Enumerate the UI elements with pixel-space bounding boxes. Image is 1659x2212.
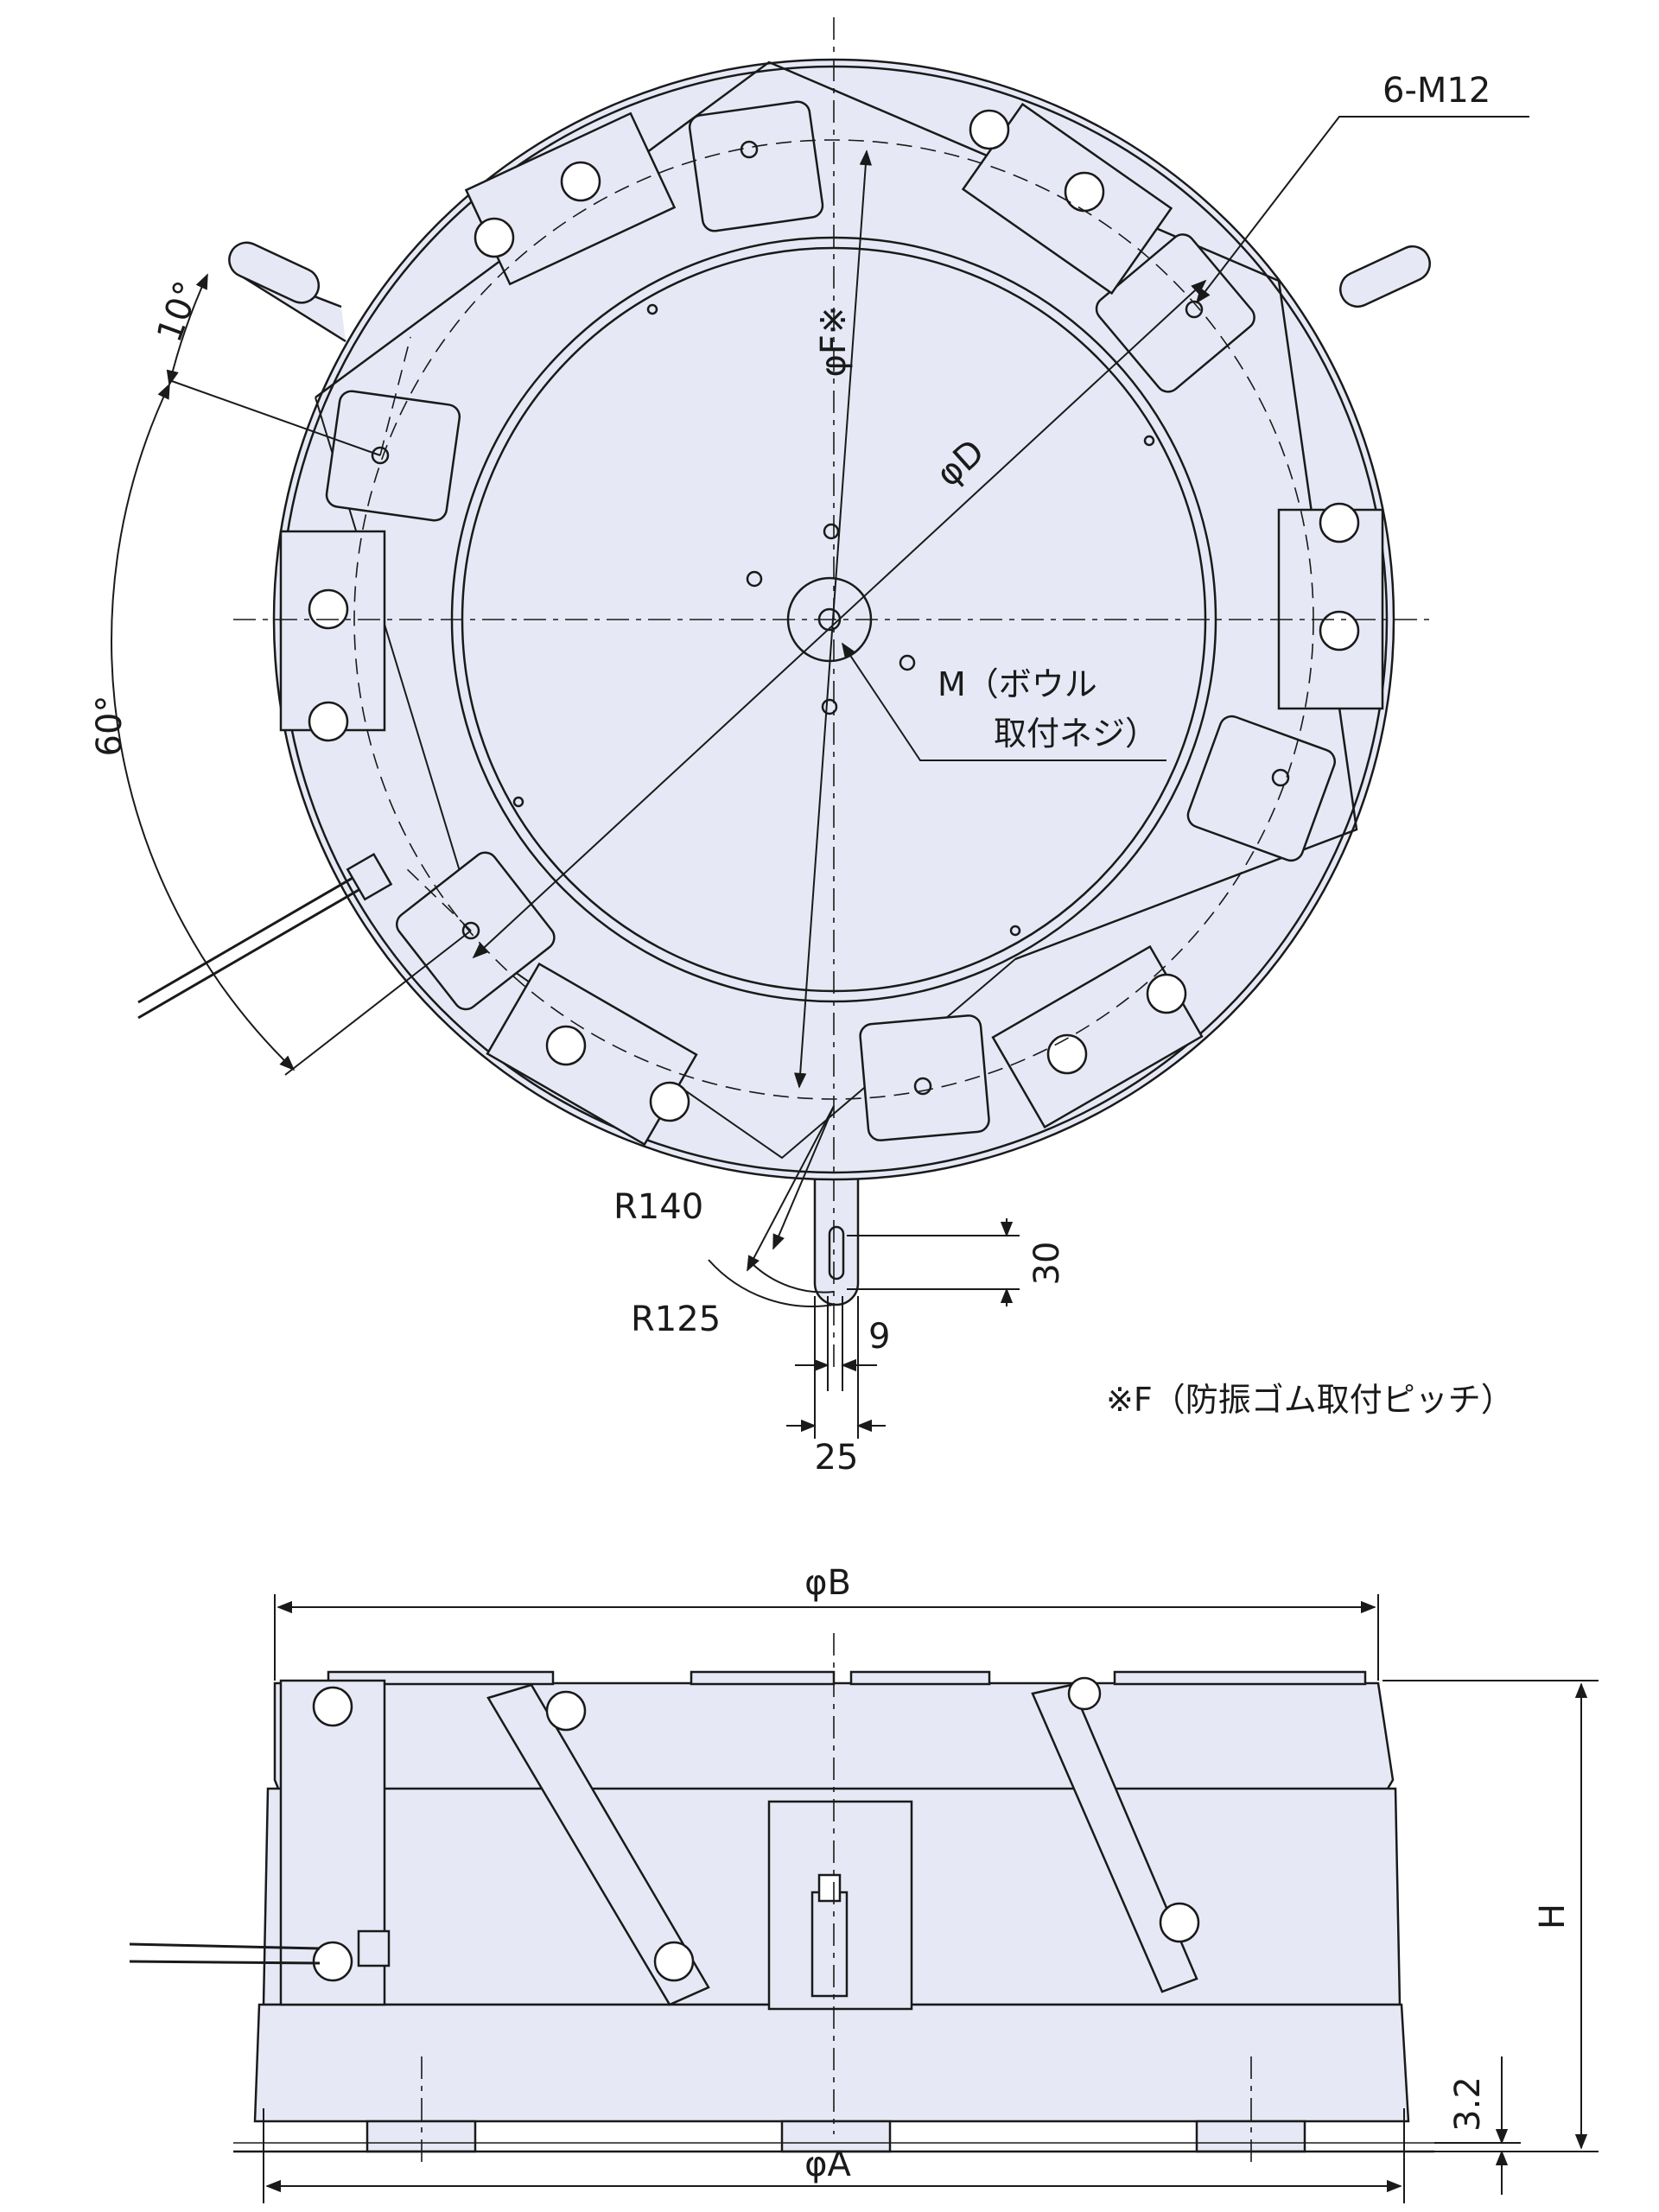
label-angle-large: 60° — [90, 696, 130, 757]
label-phi-a: φA — [804, 2145, 851, 2184]
bolt-heads — [308, 109, 1360, 1122]
label-height: H — [1533, 1904, 1573, 1929]
label-m-line1: M（ボウル — [938, 665, 1097, 703]
label-dim-32: 3.2 — [1448, 2076, 1488, 2132]
centerlines-side — [421, 1633, 1252, 2169]
label-dim-25: 25 — [815, 1438, 859, 1478]
label-note: ※F（防振ゴム取付ピッチ） — [1106, 1381, 1514, 1419]
label-r140: R140 — [613, 1187, 703, 1227]
pitch-circle — [353, 139, 1314, 1100]
label-bolt-spec: 6-M12 — [1382, 71, 1491, 111]
dimensions-side — [263, 1594, 1599, 2203]
cable — [137, 888, 359, 1020]
label-phi-b: φB — [804, 1563, 851, 1603]
side-view — [129, 1670, 1434, 2153]
label-dim-9: 9 — [868, 1317, 890, 1357]
labels: 6-M12 10° 60° φF※ φD M（ボウル 取付ネジ） R140 R1… — [90, 71, 1573, 2184]
label-angle-small: 10° — [149, 276, 207, 347]
label-phi-f: φF※ — [814, 306, 854, 378]
top-view — [137, 58, 1431, 1306]
dimensions-top — [111, 116, 1529, 1439]
label-m-line2: 取付ネジ） — [994, 715, 1158, 753]
label-dim-30: 30 — [1027, 1242, 1067, 1286]
label-r125: R125 — [631, 1300, 721, 1339]
